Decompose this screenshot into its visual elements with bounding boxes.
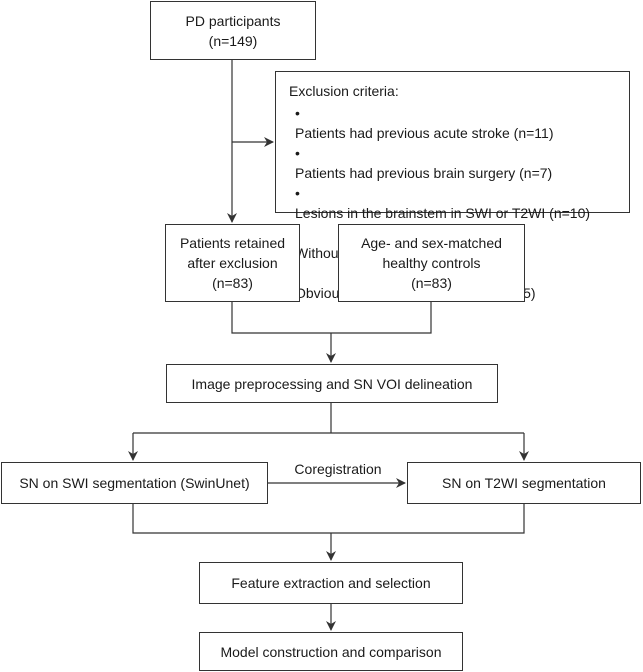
image-preprocessing-box: Image preprocessing and SN VOI delineati… [166, 364, 498, 403]
patients-retained-line-1: Patients retained [179, 235, 286, 251]
healthy-controls-count: (n=83) [411, 275, 452, 291]
healthy-controls-box: Age- and sex-matched healthy controls (n… [338, 224, 525, 302]
exclusion-item: • Patients had previous brain surgery (n=… [295, 143, 590, 183]
model-construction-box: Model construction and comparison [199, 632, 463, 671]
healthy-controls-line-2: healthy controls [382, 255, 481, 271]
exclusion-criteria-title: Exclusion criteria: [289, 83, 399, 99]
coregistration-label: Coregistration [294, 461, 382, 477]
swi-segmentation-box: SN on SWI segmentation (SwinUnet) [1, 462, 268, 504]
bullet-icon: • [295, 145, 300, 161]
exclusion-item-text: Patients had previous acute stroke (n=11… [295, 125, 554, 141]
exclusion-item: • Patients had previous acute stroke (n=1… [295, 103, 590, 143]
pd-participants-count: (n=149) [208, 32, 258, 49]
patients-retained-line-2: after exclusion [187, 255, 278, 271]
image-preprocessing-label: Image preprocessing and SN VOI delineati… [191, 375, 473, 392]
exclusion-item: • Lesions in the brainstem in SWI or T2WI… [295, 183, 590, 223]
feature-extraction-label: Feature extraction and selection [231, 575, 431, 591]
bullet-icon: • [295, 105, 300, 121]
swi-segmentation-label: SN on SWI segmentation (SwinUnet) [19, 475, 250, 491]
patients-retained-box: Patients retained after exclusion (n=83) [165, 224, 300, 302]
healthy-controls-line-1: Age- and sex-matched [361, 235, 502, 251]
connector-merge-groups [231, 302, 432, 334]
model-construction-label: Model construction and comparison [220, 643, 442, 660]
exclusion-item-text: Lesions in the brainstem in SWI or T2WI … [295, 205, 591, 221]
t2wi-segmentation-box: SN on T2WI segmentation [407, 462, 641, 504]
bullet-icon: • [295, 185, 300, 201]
connector-merge-segmentation [132, 504, 525, 534]
exclusion-criteria-box: Exclusion criteria: • Patients had previo… [275, 71, 630, 301]
exclusion-item-text: Patients had previous brain surgery (n=7… [295, 165, 553, 181]
pd-participants-label: PD participants [185, 12, 281, 29]
patients-retained-count: (n=83) [212, 275, 253, 291]
pd-participants-box: PD participants (n=149) [150, 1, 316, 60]
feature-extraction-box: Feature extraction and selection [199, 562, 463, 604]
t2wi-segmentation-label: SN on T2WI segmentation [442, 475, 606, 491]
